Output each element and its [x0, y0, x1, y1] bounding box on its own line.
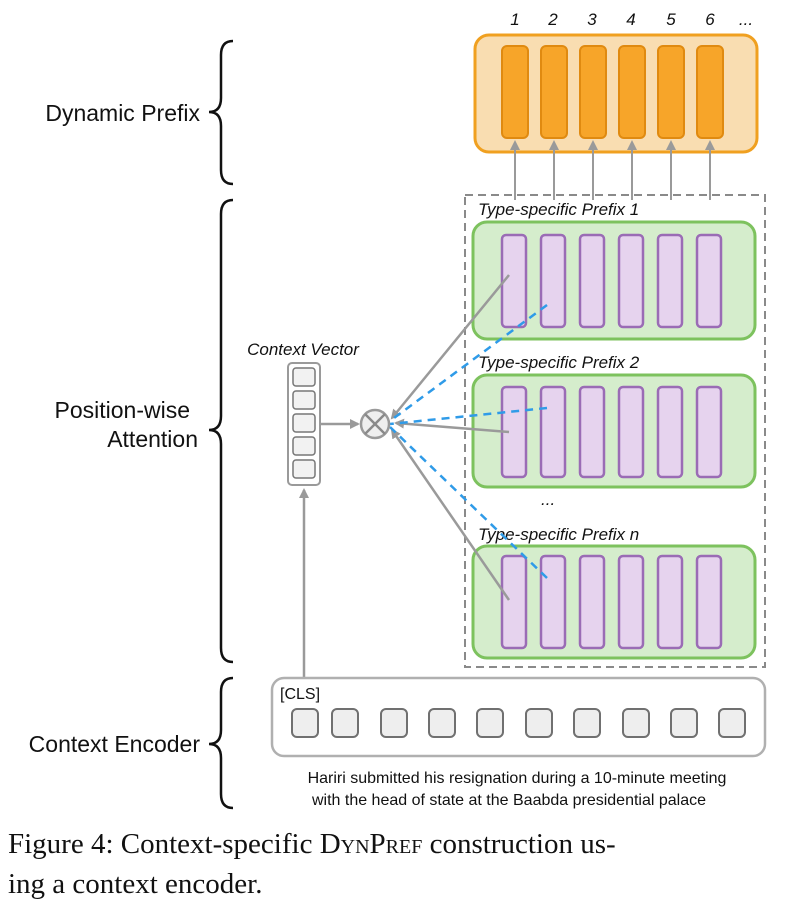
brace-position-wise-attention: [208, 198, 234, 664]
brace-context-encoder: [208, 676, 234, 810]
figure-caption: Figure 4: Context-specific DynPref const…: [8, 824, 788, 904]
prefix-bar: [656, 554, 684, 650]
sentence-line-1: Hariri submitted his resignation during …: [308, 770, 727, 787]
diagram: Dynamic Prefix Position-wise Attention C…: [29, 10, 767, 810]
token-cell: [622, 708, 650, 738]
caption-name: DynPref: [319, 828, 423, 860]
prefix-bar: [578, 233, 606, 329]
label-attention: Attention: [107, 426, 198, 452]
caption-text-after: construction us-: [429, 828, 616, 860]
context-vector-label: Context Vector: [247, 340, 360, 359]
sentence-line-2: with the head of state at the Baabda pre…: [311, 792, 706, 809]
prefix-bar: [656, 385, 684, 479]
position-label: 2: [547, 10, 558, 29]
prefix-bar: [539, 233, 567, 329]
context-vector-cell: [292, 413, 316, 433]
dynamic-prefix-bar: [540, 45, 568, 139]
caption-line-1: Figure 4: Context-specific DynPref const…: [8, 824, 788, 864]
token-cell: [670, 708, 698, 738]
prefix-bar: [617, 554, 645, 650]
attention-arrow: [390, 274, 510, 420]
prefix-bar: [500, 554, 528, 650]
prefix-title: Type-specific Prefix n: [478, 525, 639, 544]
token-cell: [331, 708, 359, 738]
dynamic-prefix-bar: [696, 45, 724, 139]
token-cell: [525, 708, 553, 738]
prefix-title: Type-specific Prefix 2: [478, 353, 640, 372]
token-cell: [291, 708, 319, 738]
attention-weight-line: [389, 406, 548, 426]
dynamic-prefix-bar: [579, 45, 607, 139]
attention-arrow: [394, 418, 510, 434]
attention-region: [464, 194, 766, 668]
prefix-bar: [695, 233, 723, 329]
caption-line-2: ing a context encoder.: [8, 868, 263, 900]
prefix-title: Type-specific Prefix 1: [478, 200, 639, 219]
position-label: 3: [587, 10, 597, 29]
circled-times-icon: [359, 408, 391, 440]
caption-figure-label: Figure 4:: [8, 828, 114, 860]
position-label: 5: [666, 10, 676, 29]
position-label: ...: [739, 10, 753, 29]
context-vector-cell: [292, 436, 316, 456]
dynamic-prefix-bar: [501, 45, 529, 139]
position-label: 1: [510, 10, 519, 29]
position-label: 6: [705, 10, 715, 29]
prefix-bar: [617, 233, 645, 329]
prefix-bar: [539, 385, 567, 479]
label-position-wise: Position-wise: [55, 397, 191, 423]
label-dynamic-prefix: Dynamic Prefix: [45, 100, 200, 126]
context-vector-cell: [292, 459, 316, 479]
prefix-bar: [539, 554, 567, 650]
prefix-bar: [578, 385, 606, 479]
token-cell: [718, 708, 746, 738]
prefix-bar: [617, 385, 645, 479]
context-vector-cell: [292, 390, 316, 410]
prefix-bar: [656, 233, 684, 329]
prefix-bar: [500, 233, 528, 329]
attention-weight-line: [389, 303, 548, 423]
prefix-bar: [695, 554, 723, 650]
prefix-bar: [695, 385, 723, 479]
position-label: 4: [626, 10, 635, 29]
prefix-bar: [578, 554, 606, 650]
dynamic-prefix-bar: [657, 45, 685, 139]
label-context-encoder: Context Encoder: [29, 731, 201, 757]
dynamic-prefix-bar: [618, 45, 646, 139]
context-vector-cell: [292, 367, 316, 387]
attention-arrow: [390, 428, 511, 601]
token-cell: [380, 708, 408, 738]
token-cell: [573, 708, 601, 738]
brace-dynamic-prefix: [208, 39, 234, 186]
token-cell: [428, 708, 456, 738]
ellipsis-between-prefixes: ...: [541, 490, 555, 509]
token-cell: [476, 708, 504, 738]
caption-text-before: Context-specific: [120, 828, 313, 860]
cls-token-label: [CLS]: [280, 686, 320, 703]
